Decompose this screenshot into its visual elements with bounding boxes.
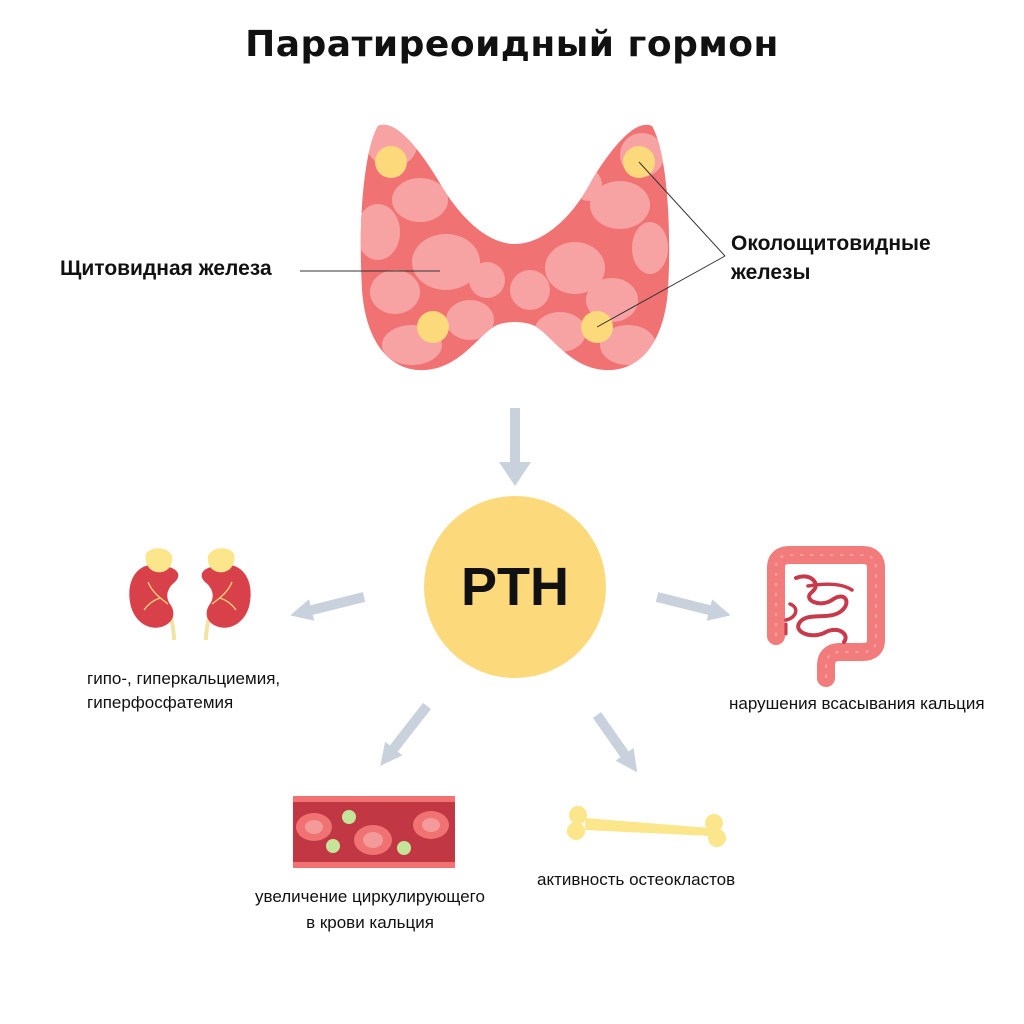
page-title: Паратиреоидный гормон: [245, 24, 779, 65]
kidney-effect-line2: гиперфосфатемия: [87, 693, 234, 712]
parathyroid-gland: [417, 311, 449, 343]
thyroid-lobules: [360, 124, 668, 365]
blood-effect-line2: в крови кальция: [306, 913, 434, 932]
arrow-to-blood: [380, 702, 431, 766]
intestine-icon: [767, 546, 885, 687]
blood-effect-line1: увеличение циркулирующего: [255, 887, 485, 906]
bone-effect-label: активность остеокластов: [537, 870, 736, 889]
kidney-right: [201, 564, 251, 628]
pth-label: PTH: [461, 557, 569, 617]
arrow-to-bone: [592, 712, 638, 773]
kidney-left: [129, 564, 179, 628]
parathyroid-label-line1: Околощитовидные: [731, 232, 931, 255]
parathyroid-leader-line: [596, 255, 726, 328]
thyroid-label: Щитовидная железа: [60, 257, 272, 280]
arrow-down: [499, 408, 531, 486]
intestine-effect-label: нарушения всасывания кальция: [729, 694, 985, 713]
thyroid-gland-illustration: [360, 124, 670, 371]
arrow-to-kidneys: [290, 592, 366, 621]
bone-icon: [567, 806, 726, 847]
pth-hormone-circle: [424, 496, 606, 678]
parathyroid-gland: [375, 146, 407, 178]
parathyroid-leader-line: [638, 161, 726, 257]
blood-vessel-icon: [293, 796, 455, 868]
arrows: [290, 408, 731, 773]
kidney-effect-line1: гипо-, гиперкальциемия,: [87, 669, 281, 688]
arrow-to-intestine: [655, 592, 731, 621]
leader-lines: [300, 161, 726, 328]
kidneys-icon: [129, 548, 251, 641]
parathyroid-label-line2: железы: [731, 261, 811, 284]
